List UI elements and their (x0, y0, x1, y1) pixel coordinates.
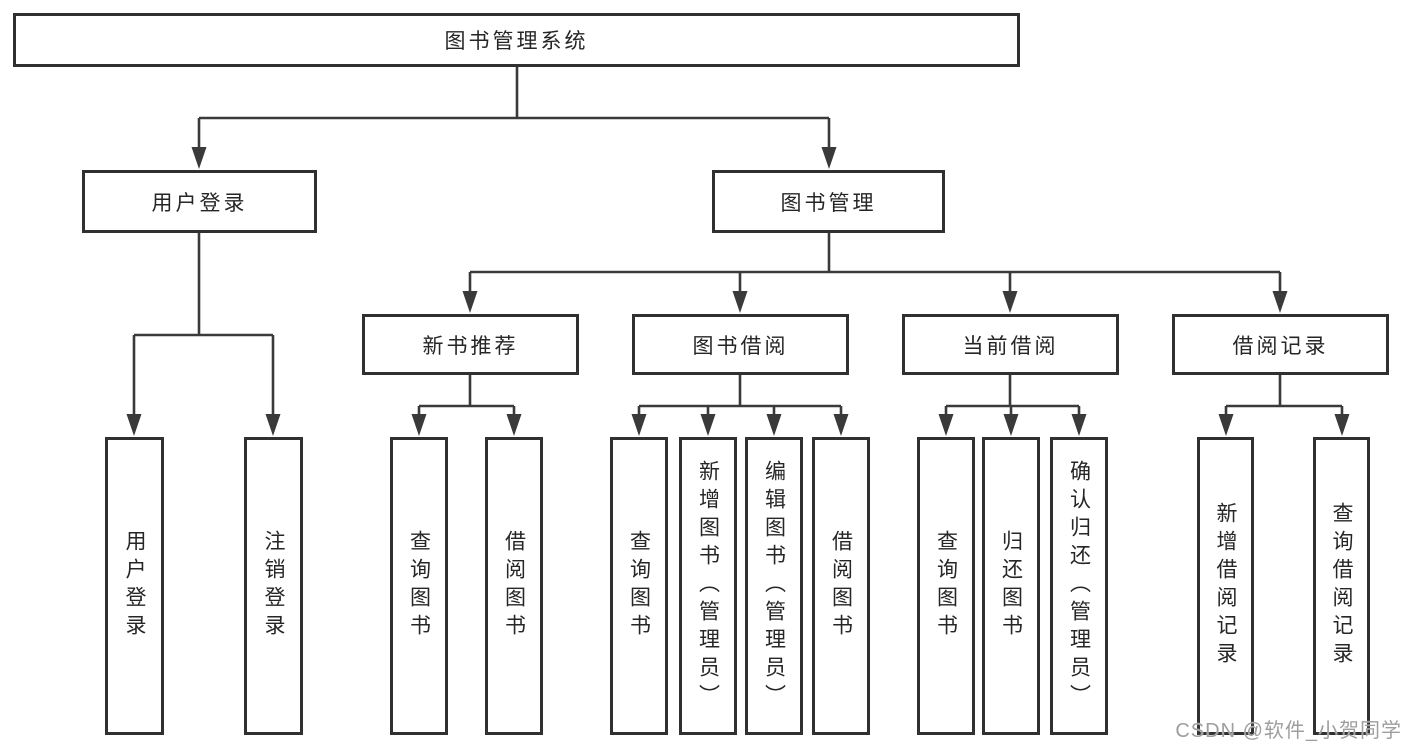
leaf-borrow-add: 新增图书（管理员） (679, 437, 737, 735)
leaf-current-confirm-return: 确认归还（管理员） (1050, 437, 1108, 735)
node-book-management: 图书管理 (712, 170, 945, 233)
leaf-record-add: 新增借阅记录 (1197, 437, 1254, 735)
watermark: CSDN @软件_小贺同学 (1175, 720, 1402, 742)
leaf-newbook-query: 查询图书 (390, 437, 448, 735)
node-root: 图书管理系统 (13, 13, 1020, 67)
node-borrow-record: 借阅记录 (1172, 314, 1389, 375)
leaf-newbook-borrow: 借阅图书 (485, 437, 543, 735)
node-user-login: 用户登录 (82, 170, 317, 233)
node-book-borrow: 图书借阅 (632, 314, 849, 375)
leaf-borrow-query: 查询图书 (610, 437, 668, 735)
leaf-current-return: 归还图书 (982, 437, 1040, 735)
leaf-record-query: 查询借阅记录 (1313, 437, 1370, 735)
leaf-logout: 注销登录 (244, 437, 303, 735)
leaf-borrow-borrow: 借阅图书 (812, 437, 870, 735)
leaf-current-query: 查询图书 (917, 437, 975, 735)
leaf-borrow-edit: 编辑图书（管理员） (745, 437, 803, 735)
node-new-book-recommend: 新书推荐 (362, 314, 579, 375)
node-current-borrow: 当前借阅 (902, 314, 1119, 375)
leaf-user-login: 用户登录 (105, 437, 164, 735)
